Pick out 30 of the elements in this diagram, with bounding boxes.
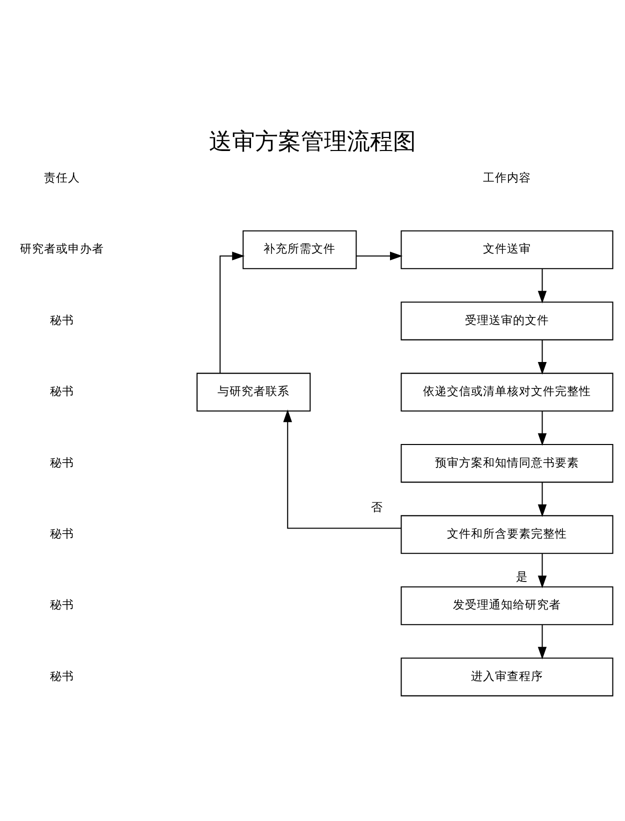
arrow <box>538 553 547 588</box>
label: 工作内容 <box>483 170 531 184</box>
label: 秘书 <box>50 597 74 612</box>
arrow <box>538 624 547 659</box>
node-box: 补充所需文件 <box>242 230 357 269</box>
label: 秘书 <box>50 384 74 398</box>
node-box: 文件送审 <box>400 230 614 269</box>
label: 秘书 <box>50 526 74 540</box>
arrow <box>538 268 547 303</box>
arrow <box>356 251 403 260</box>
node-box: 预审方案和知情同意书要素 <box>400 443 614 482</box>
arrow <box>220 251 245 373</box>
node-box: 进入审查程序 <box>400 657 614 696</box>
edge-label: 是 <box>516 569 528 584</box>
arrow <box>283 409 402 528</box>
node-box: 发受理通知给研究者 <box>400 586 614 625</box>
edge-label: 否 <box>371 500 384 514</box>
diagram-title: 送审方案管理流程图 <box>209 128 416 154</box>
label: 研究者或申办者 <box>20 241 104 256</box>
label: 秘书 <box>50 668 74 682</box>
label: 秘书 <box>50 454 74 469</box>
node-box: 受理送审的文件 <box>400 301 614 340</box>
arrow <box>538 340 547 374</box>
arrow <box>538 410 547 446</box>
node-box: 文件和所含要素完整性 <box>400 514 614 554</box>
node-box: 与研究者联系 <box>196 372 311 412</box>
arrow <box>538 482 547 516</box>
label: 秘书 <box>50 312 74 326</box>
node-box: 依递交信或清单核对文件完整性 <box>400 372 614 412</box>
label: 责任人 <box>44 170 80 184</box>
